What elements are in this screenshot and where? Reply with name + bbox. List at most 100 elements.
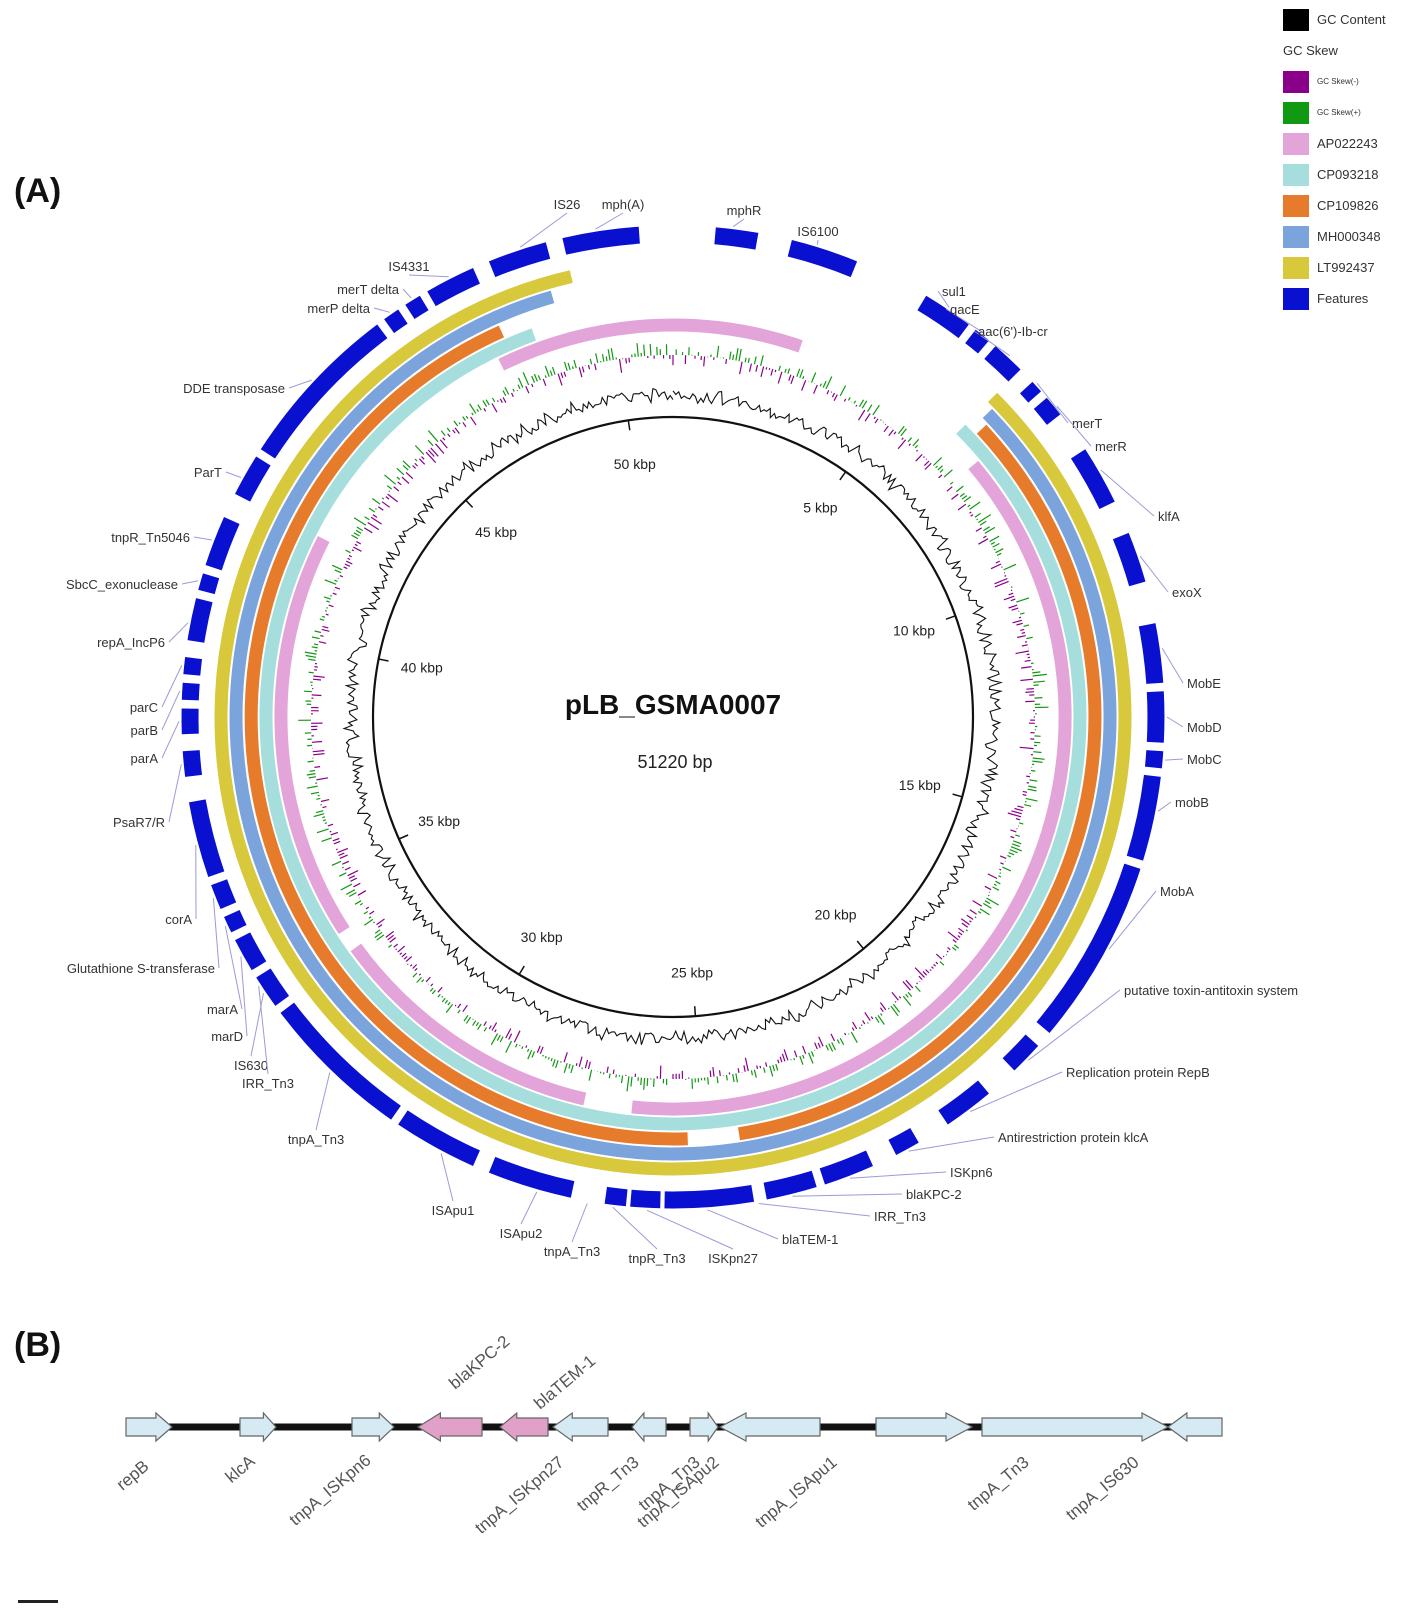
feature-label: tnpA_Tn3 <box>544 1244 600 1259</box>
legend-label: GC Content <box>1317 12 1386 27</box>
feature-block <box>488 242 551 278</box>
feature-block <box>917 295 969 339</box>
feature-block <box>1126 774 1161 861</box>
gc-content-track <box>342 387 1003 1045</box>
feature-label: Replication protein RepB <box>1066 1065 1210 1080</box>
gc-content-line <box>342 387 1003 1045</box>
ring-cp109826 <box>737 424 1102 1141</box>
feature-block <box>664 1185 755 1209</box>
feature-label: PsaR7/R <box>113 815 165 830</box>
feature-block <box>1033 397 1061 425</box>
feature-label: ISKpn6 <box>950 1165 993 1180</box>
feature-block <box>183 657 203 676</box>
feature-label: IS4331 <box>388 259 429 274</box>
label-leader-line <box>908 1136 995 1152</box>
legend-swatch <box>1283 194 1309 217</box>
feature-block <box>187 598 213 643</box>
feature-label: IRR_Tn3 <box>242 1076 294 1091</box>
legend-label: CP093218 <box>1317 167 1379 182</box>
label-leader-line <box>816 239 819 245</box>
gene-arrow <box>689 1411 719 1443</box>
gene-arrow <box>416 1411 483 1443</box>
legend-item: GC Skew(-) <box>1283 66 1417 97</box>
feature-block <box>630 1189 661 1209</box>
feature-block <box>965 329 989 354</box>
feature-label: sul1 <box>942 284 966 299</box>
feature-block <box>562 226 640 255</box>
feature-block <box>235 932 267 971</box>
ring-ap022243 <box>631 460 1072 1116</box>
legend-label: GC Skew <box>1283 43 1338 58</box>
label-leader-line <box>161 690 181 731</box>
feature-label: tnpR_Tn5046 <box>111 530 190 545</box>
feature-block <box>787 240 858 278</box>
feature-block <box>763 1170 817 1200</box>
feature-block <box>488 1156 575 1198</box>
feature-label: IS26 <box>554 197 581 212</box>
label-leader-line <box>1161 647 1184 684</box>
label-leader-line <box>973 330 1011 357</box>
kbp-tick <box>839 471 847 481</box>
feature-block <box>1070 449 1115 510</box>
kbp-tick-label: 10 kbp <box>893 623 935 639</box>
label-leader-line <box>224 925 243 1010</box>
gene-arrow <box>718 1411 821 1443</box>
label-leader-line <box>849 1171 947 1179</box>
feature-label: qacE <box>950 302 980 317</box>
feature-label: parA <box>131 751 159 766</box>
feature-block <box>604 1186 628 1207</box>
kbp-tick <box>693 1006 697 1017</box>
feature-label: DDE transposase <box>183 381 285 396</box>
label-leader-line <box>212 898 220 969</box>
feature-block <box>1002 1034 1039 1071</box>
feature-label: tnpR_Tn3 <box>628 1251 685 1266</box>
kbp-tick-label: 45 kbp <box>475 524 517 540</box>
ring-lt992437 <box>214 270 1132 1176</box>
feature-label: merT <box>1072 416 1102 431</box>
feature-label: MobD <box>1187 720 1222 735</box>
label-leader-line <box>161 721 180 759</box>
feature-block <box>1036 863 1141 1033</box>
label-leader-line <box>168 764 182 823</box>
legend-item: CP109826 <box>1283 190 1417 221</box>
label-leader-line <box>937 290 950 308</box>
feature-block <box>198 573 220 595</box>
kbp-tick-label: 40 kbp <box>401 660 443 676</box>
feature-label: merR <box>1095 439 1127 454</box>
label-leader-line <box>945 308 985 334</box>
feature-label: merP delta <box>307 301 370 316</box>
feature-label: parB <box>131 723 158 738</box>
label-leader-line <box>571 1203 588 1243</box>
legend-swatch <box>1283 8 1309 31</box>
label-leader-line <box>408 274 449 278</box>
gene-label: blaTEM-1 <box>530 1351 599 1413</box>
kbp-tick <box>945 615 956 620</box>
feature-label: corA <box>165 912 192 927</box>
feature-block <box>224 910 247 933</box>
feature-block <box>182 750 203 777</box>
feature-label: merT delta <box>337 282 400 297</box>
feature-block <box>888 1127 919 1155</box>
feature-label: MobE <box>1187 676 1221 691</box>
label-leader-line <box>520 1191 538 1225</box>
feature-block <box>714 227 759 250</box>
feature-block <box>398 1110 481 1166</box>
gene-arrow <box>499 1411 549 1443</box>
gc-skew-positive <box>298 343 1049 1092</box>
label-leader-line <box>225 471 242 478</box>
feature-block <box>427 268 481 307</box>
legend-label: LT992437 <box>1317 260 1375 275</box>
label-leader-line <box>1108 890 1157 950</box>
kbp-tick <box>398 834 409 840</box>
kbp-tick <box>465 499 474 508</box>
feature-block <box>211 879 237 910</box>
legend-item: LT992437 <box>1283 252 1417 283</box>
gene-label: tnpA_Tn3 <box>964 1453 1033 1515</box>
legend-item: GC Skew(+) <box>1283 97 1417 128</box>
feature-block <box>256 968 290 1006</box>
feature-label: ISApu1 <box>432 1203 475 1218</box>
label-leader-line <box>168 622 189 643</box>
legend-swatch <box>1283 287 1309 310</box>
